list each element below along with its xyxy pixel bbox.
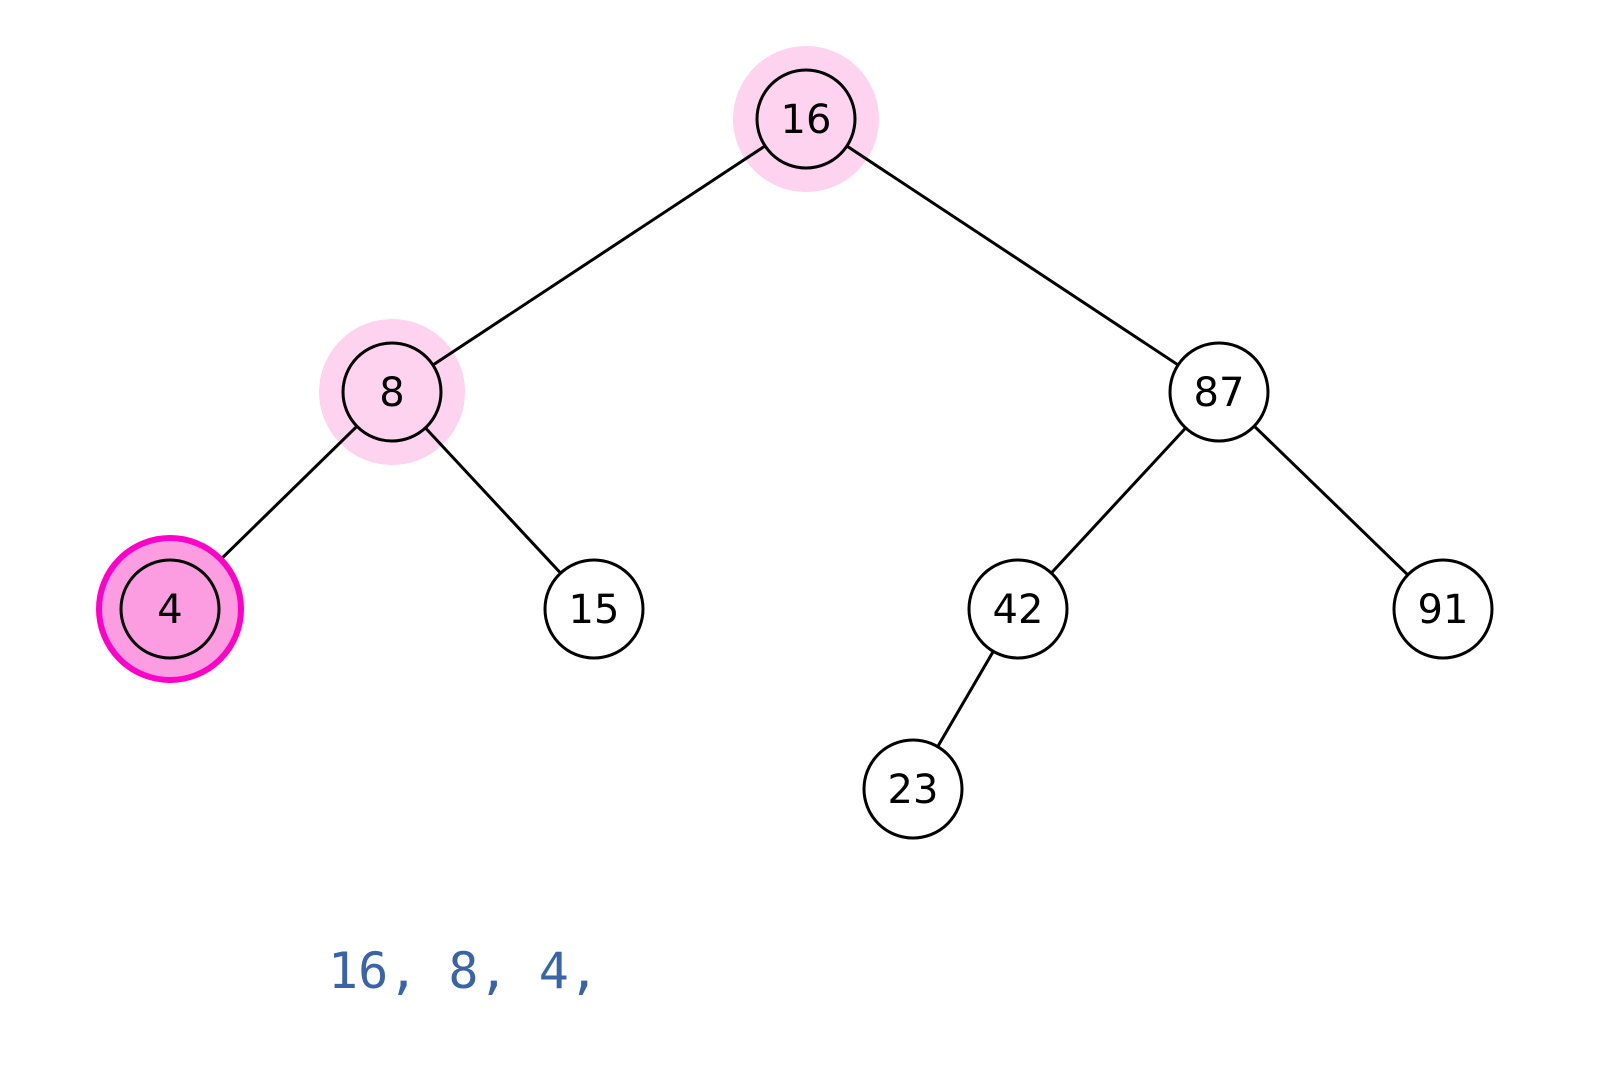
tree-node-91: 91 xyxy=(1392,558,1494,660)
node-circle xyxy=(543,558,645,660)
node-label: 4 xyxy=(157,587,182,633)
node-label: 87 xyxy=(1194,370,1245,416)
node-circle xyxy=(967,558,1069,660)
node-circle xyxy=(119,558,221,660)
edge-16-8 xyxy=(391,117,807,394)
node-label: 15 xyxy=(569,587,620,633)
tree-node-42: 42 xyxy=(967,558,1069,660)
node-label: 42 xyxy=(993,587,1044,633)
nodes-layer: 16 8 87 4 15 42 91 23 xyxy=(96,68,1494,840)
edge-16-87 xyxy=(805,117,1220,394)
node-label: 23 xyxy=(888,767,939,813)
node-label: 16 xyxy=(781,97,832,143)
tree-node-8: 8 xyxy=(341,341,443,443)
node-label: 8 xyxy=(379,370,404,416)
tree-node-4: 4 xyxy=(96,535,244,683)
node-circle xyxy=(1168,341,1270,443)
node-circle xyxy=(862,738,964,840)
node-circle xyxy=(1392,558,1494,660)
tree-node-16: 16 xyxy=(755,68,857,170)
node-circle xyxy=(755,68,857,170)
edge-87-91 xyxy=(1217,390,1445,611)
node-label: 91 xyxy=(1418,587,1469,633)
tree-node-23: 23 xyxy=(862,738,964,840)
node-circle xyxy=(341,341,443,443)
traversal-output: 16, 8, 4, xyxy=(328,942,599,1000)
tree-node-87: 87 xyxy=(1168,341,1270,443)
tree-node-15: 15 xyxy=(543,558,645,660)
